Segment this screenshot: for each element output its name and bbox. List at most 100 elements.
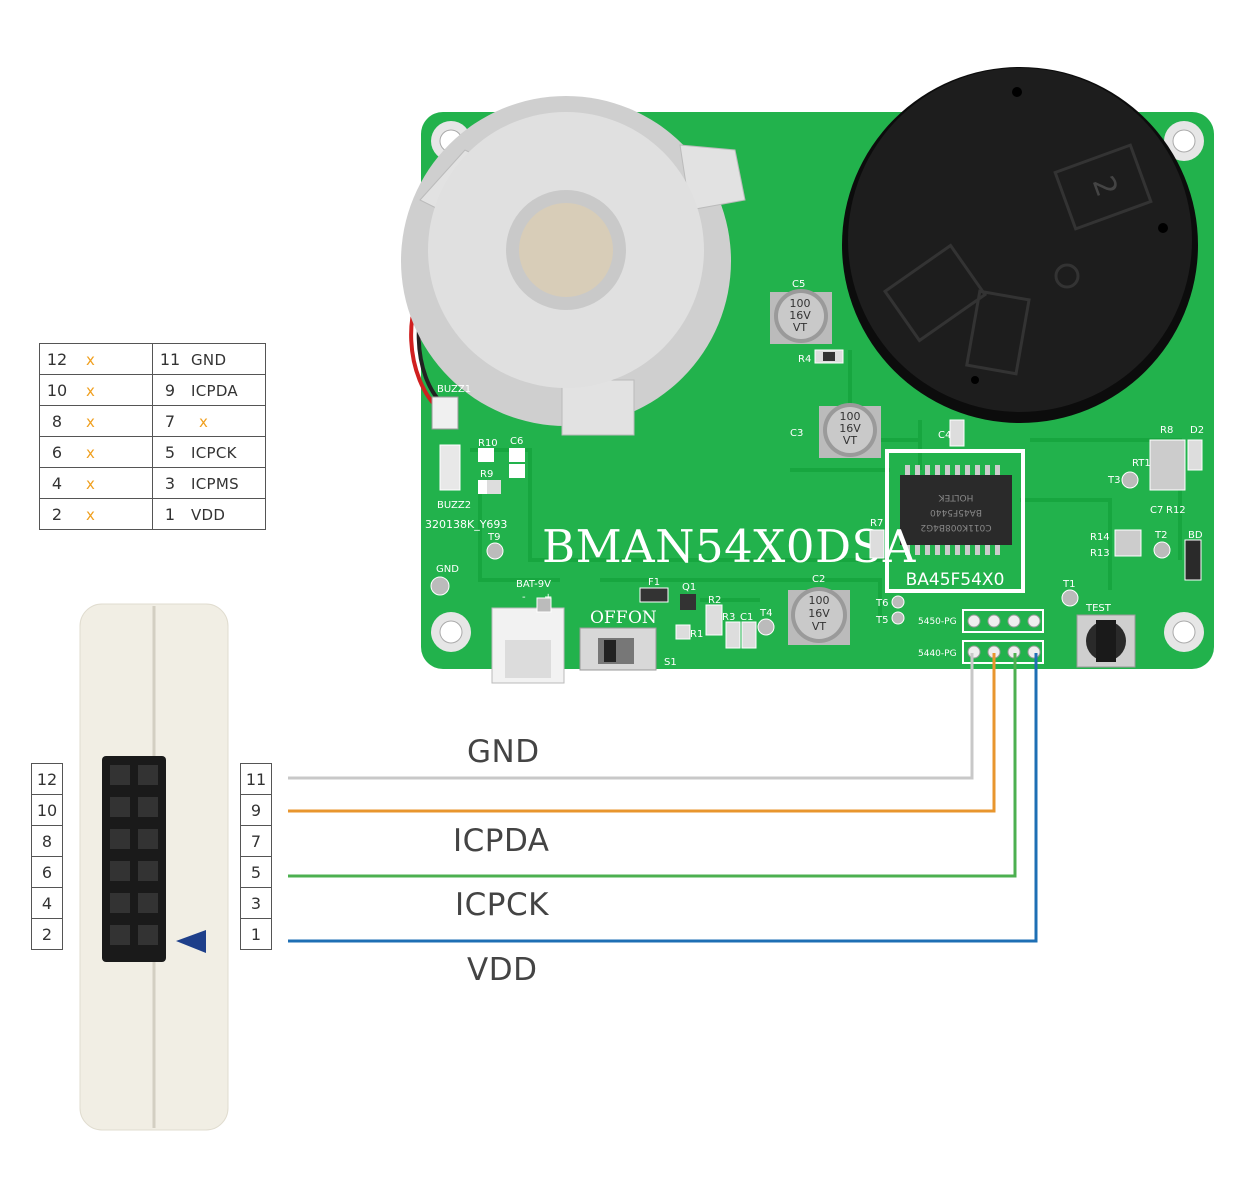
wire-gnd	[288, 653, 974, 780]
pin-signal: VDD	[191, 505, 226, 524]
pinout-cell-right: 9 ICPDA	[152, 374, 266, 406]
svg-text:S1: S1	[664, 657, 677, 668]
pin-number: 8	[51, 411, 63, 431]
switch-on-label: ON	[628, 608, 657, 628]
programmer-pin-number: 9	[240, 794, 272, 826]
programmer-pin-number: 11	[240, 763, 272, 795]
pin-signal: ICPMS	[191, 474, 239, 493]
unused-mark: x	[86, 443, 95, 462]
pinout-cell-right: 1 VDD	[152, 498, 266, 530]
silkscreen-labels: C5 C3 C2 C4 C6 C7 C1 R4 R10 R9 R7 R8 R12…	[436, 279, 1204, 668]
board-title: BMAN54X0DSA	[542, 520, 916, 573]
pin-number: 5	[164, 442, 176, 462]
smd-components	[430, 349, 1203, 649]
wires	[288, 653, 1038, 943]
programmer-device	[79, 603, 229, 1131]
svg-text:R3: R3	[722, 612, 735, 623]
svg-text:C7: C7	[1150, 505, 1163, 516]
pinout-cell-right: 3 ICPMS	[152, 467, 266, 499]
pin-number: 10	[46, 380, 68, 400]
svg-text:BD: BD	[1188, 530, 1203, 541]
unused-mark: x	[86, 505, 95, 524]
capacitor-c5: 100 16V VT	[770, 289, 832, 344]
programmer-pin-number: 7	[240, 825, 272, 857]
wire-icpck	[288, 653, 1017, 878]
pin-number: 4	[51, 473, 63, 493]
pin-number: 7	[164, 411, 176, 431]
svg-text:RT1: RT1	[1132, 458, 1151, 469]
svg-text:T9: T9	[487, 532, 500, 543]
unused-mark: x	[86, 381, 95, 400]
programmer-pin-number: 1	[240, 918, 272, 950]
pin-number: 9	[164, 380, 176, 400]
svg-text:T6: T6	[875, 598, 888, 609]
svg-text:5450-PG: 5450-PG	[918, 617, 957, 627]
capacitor-c2: 100 16V VT	[788, 587, 850, 645]
svg-text:100: 100	[809, 594, 830, 607]
programmer-pin-number: 4	[31, 887, 63, 919]
chip-marking-3: C011K008B4G2	[920, 522, 991, 532]
capacitor-c3: 100 16V VT	[819, 403, 881, 458]
svg-text:C4: C4	[938, 430, 951, 441]
svg-text:C5: C5	[792, 279, 805, 290]
svg-text:R1: R1	[690, 629, 703, 640]
pin-number: 6	[51, 442, 63, 462]
pin-number: 3	[164, 473, 176, 493]
wire-vdd	[288, 653, 1038, 943]
svg-text:5440-PG: 5440-PG	[918, 649, 957, 659]
unused-mark: x	[86, 412, 95, 431]
svg-text:100: 100	[790, 297, 811, 310]
programmer-pin-number: 12	[31, 763, 63, 795]
label-icpck: ICPCK	[455, 887, 549, 923]
svg-text:R13: R13	[1090, 548, 1110, 559]
label-icpda: ICPDA	[453, 823, 550, 859]
svg-text:16V: 16V	[808, 607, 830, 620]
svg-text:VT: VT	[793, 321, 808, 334]
svg-text:R2: R2	[708, 595, 721, 606]
svg-text:R14: R14	[1090, 532, 1110, 543]
unused-mark: x	[86, 474, 95, 493]
pin-number: 1	[164, 504, 176, 524]
svg-text:C2: C2	[812, 574, 825, 585]
svg-text:TEST: TEST	[1085, 603, 1112, 614]
programmer-pin-number: 10	[31, 794, 63, 826]
svg-text:Q1: Q1	[682, 582, 696, 593]
serial-number: 320138K_Y693	[425, 518, 507, 531]
svg-text:D2: D2	[1190, 425, 1204, 436]
svg-text:BUZZ2: BUZZ2	[437, 500, 471, 511]
pin-signal: ICPDA	[191, 381, 238, 400]
wire-icpda	[288, 653, 996, 813]
svg-text:C3: C3	[790, 428, 803, 439]
slide-switch: OFF ON	[579, 608, 657, 671]
ic-chip: HOLTEK BA45F5440 C011K008B4G2 BA45F54X0	[885, 449, 1025, 593]
programmer-pin-number: 6	[31, 856, 63, 888]
svg-text:R7: R7	[870, 518, 883, 529]
svg-text:T1: T1	[1062, 579, 1075, 590]
chip-label: BA45F54X0	[906, 570, 1005, 590]
programmer-pin-number: 5	[240, 856, 272, 888]
pcb-traces	[470, 350, 1182, 620]
svg-text:T3: T3	[1107, 475, 1120, 486]
svg-text:R4: R4	[798, 354, 811, 365]
svg-text:16V: 16V	[789, 309, 811, 322]
svg-text:T2: T2	[1154, 530, 1167, 541]
label-gnd: GND	[467, 734, 540, 770]
pinout-row: 10 x 9 ICPDA	[39, 374, 266, 406]
svg-text:T4: T4	[759, 608, 772, 619]
programmer-pin-number: 8	[31, 825, 63, 857]
label-vdd: VDD	[467, 952, 537, 988]
gas-sensor: 2	[842, 67, 1198, 423]
